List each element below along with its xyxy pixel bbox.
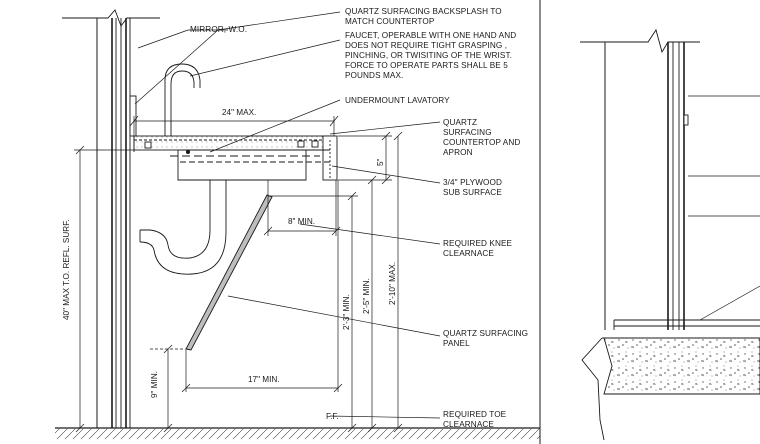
note-toe-clearance: REQUIRED TOE CLEARNACE bbox=[443, 410, 507, 429]
dim-5-apron bbox=[338, 131, 392, 185]
dim-text-40-max: 40" MAX T.O. REFL. SURF. bbox=[62, 219, 71, 320]
dim-9-min bbox=[150, 344, 186, 433]
dim-text-5: 5" bbox=[376, 158, 385, 166]
right-detail bbox=[580, 28, 760, 441]
p-trap bbox=[139, 180, 227, 275]
note-faucet: FAUCET, OPERABLE WITH ONE HAND AND DOES … bbox=[345, 31, 517, 80]
quartz-countertop bbox=[129, 95, 338, 181]
note-mirror: MIRROR, W.O. bbox=[190, 25, 248, 34]
note-plywood: 3/4" PLYWOOD SUB SURFACE bbox=[443, 178, 503, 197]
leader-lines bbox=[134, 11, 441, 419]
undermount-lavatory bbox=[170, 150, 320, 181]
dim-text-17-min: 17" MIN. bbox=[248, 375, 280, 384]
dim-text-24-max: 24" MAX. bbox=[222, 108, 257, 117]
note-countertop: QUARTZ SURFACING COUNTERTOP AND APRON bbox=[443, 118, 521, 157]
note-knee-clearance: REQUIRED KNEE CLEARNACE bbox=[443, 239, 513, 258]
dim-8-min bbox=[263, 180, 341, 236]
dim-2-10-max bbox=[393, 131, 403, 433]
note-quartz-panel: QUARTZ SURFACING PANEL bbox=[443, 329, 529, 348]
note-undermount-lavatory: UNDERMOUNT LAVATORY bbox=[345, 96, 450, 105]
wall-section bbox=[62, 9, 160, 428]
dim-text-2-5-min: 2'-5" MIN. bbox=[362, 278, 371, 314]
dim-text-2-10-max: 2'-10" MAX. bbox=[388, 261, 397, 305]
dim-17-min bbox=[181, 180, 343, 393]
dim-40-max bbox=[74, 145, 134, 433]
finish-floor bbox=[55, 427, 540, 439]
dim-text-2-3-min: 2'-3" MIN. bbox=[342, 294, 351, 330]
dim-text-floor: F.F. bbox=[326, 412, 339, 421]
quartz-surfacing-panel bbox=[185, 194, 273, 351]
dim-text-9-min: 9" MIN. bbox=[150, 370, 159, 398]
note-backsplash: QUARTZ SURFACING BACKSPLASH TO MATCH COU… bbox=[345, 7, 502, 26]
dim-24-max bbox=[129, 115, 339, 136]
dim-2-5-min bbox=[367, 175, 377, 433]
dim-2-3-min bbox=[268, 191, 358, 433]
dim-text-8-min: 8" MIN. bbox=[288, 217, 316, 226]
